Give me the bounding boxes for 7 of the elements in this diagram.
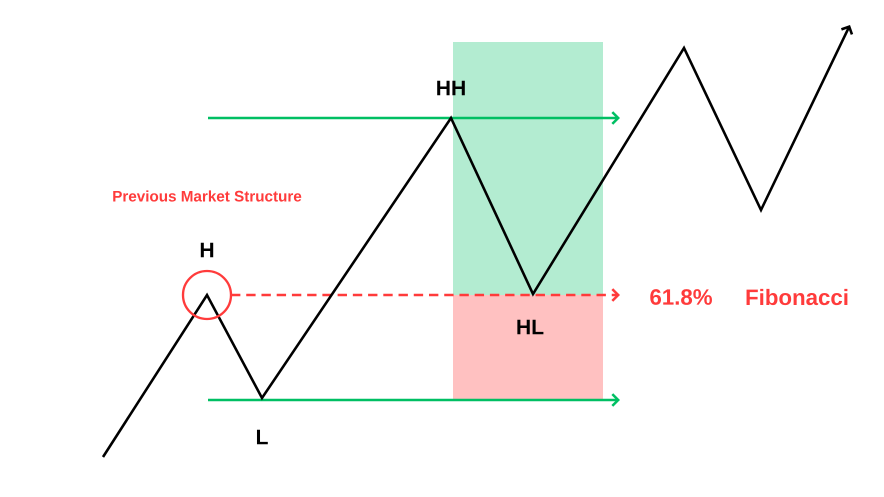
point-label: HL xyxy=(517,320,544,334)
level-label: 61.8% xyxy=(650,289,712,305)
point-label: L xyxy=(256,430,268,444)
point-label: H xyxy=(200,242,214,258)
title-text: Previous Market Structure xyxy=(113,190,302,202)
level-label: Fibonacci xyxy=(746,288,848,306)
point-label: HH xyxy=(437,80,465,96)
